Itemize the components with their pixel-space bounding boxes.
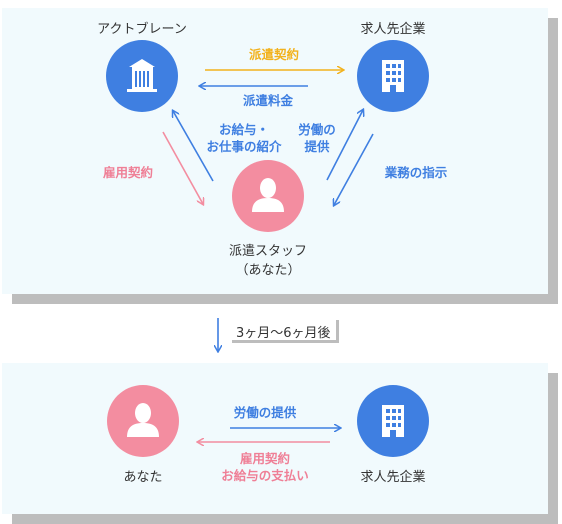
client-label: 求人先企業 bbox=[360, 22, 426, 37]
actbrain-node bbox=[106, 40, 178, 112]
you-node bbox=[107, 385, 179, 457]
salary-intro-label: お給与・ お仕事の紹介 bbox=[206, 122, 282, 154]
dispatch-contract-label: 派遣契約 bbox=[248, 47, 299, 62]
person-icon bbox=[252, 178, 284, 212]
employment-contract-arrow bbox=[162, 131, 203, 204]
labor-provide-label: 労働の 提供 bbox=[298, 122, 336, 154]
bottom-labor-label: 労働の提供 bbox=[233, 405, 297, 420]
person-icon bbox=[127, 403, 159, 437]
actbrain-label: アクトブレーン bbox=[97, 22, 187, 37]
office-building-icon bbox=[382, 60, 404, 92]
building-icon bbox=[127, 59, 157, 92]
bottom-client-label: 求人先企業 bbox=[360, 470, 426, 485]
top-panel bbox=[2, 8, 558, 304]
transition-label: 3ヶ月〜6ヶ月後 bbox=[236, 326, 331, 341]
client-node bbox=[357, 40, 429, 112]
bottom-client-node bbox=[357, 385, 429, 457]
bottom-panel bbox=[0, 355, 562, 524]
work-instruction-label: 業務の指示 bbox=[384, 165, 448, 180]
labor-provide-arrow bbox=[326, 110, 363, 181]
you-label: あなた bbox=[123, 470, 163, 485]
office-building-icon bbox=[382, 405, 404, 437]
staff-node bbox=[232, 160, 304, 232]
employment-contract-label: 雇用契約 bbox=[102, 165, 153, 180]
salary-intro-arrow bbox=[173, 111, 214, 182]
bottom-employment-label: 雇用契約 お給与の支払い bbox=[221, 451, 309, 483]
transition-badge: 3ヶ月〜6ヶ月後 bbox=[232, 320, 340, 343]
work-instruction-arrow bbox=[334, 133, 374, 205]
dispatch-fee-label: 派遣料金 bbox=[242, 93, 293, 108]
staff-label: 派遣スタッフ （あなた） bbox=[228, 244, 307, 278]
